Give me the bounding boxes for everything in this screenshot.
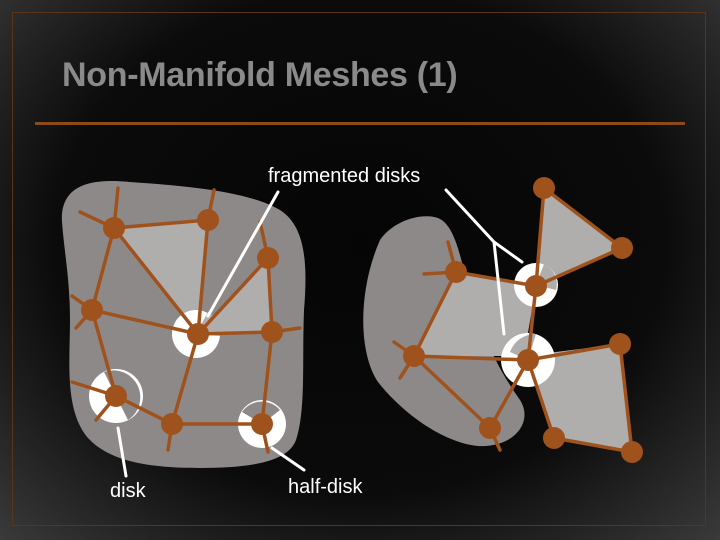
title-rule xyxy=(35,122,685,125)
callout-lines xyxy=(116,188,524,478)
fragmented-callout-left xyxy=(206,190,280,318)
disk-label: disk xyxy=(110,480,146,502)
fragmented-disks-label: fragmented disks xyxy=(268,165,421,187)
fragmented-callout-right-2 xyxy=(492,240,506,336)
half-disk-callout xyxy=(270,446,306,472)
mesh-edges xyxy=(70,186,634,454)
left-face-top xyxy=(114,220,208,334)
half-disk-label: half-disk xyxy=(288,476,363,498)
right-face-top xyxy=(536,188,622,286)
right-face-lower-left xyxy=(414,272,536,356)
slide-title: Non-Manifold Meshes (1) xyxy=(62,56,458,94)
highlight-wedge xyxy=(242,401,280,424)
slide-frame xyxy=(12,12,706,526)
mesh-vertices xyxy=(81,177,643,463)
disk-callout xyxy=(116,426,128,478)
